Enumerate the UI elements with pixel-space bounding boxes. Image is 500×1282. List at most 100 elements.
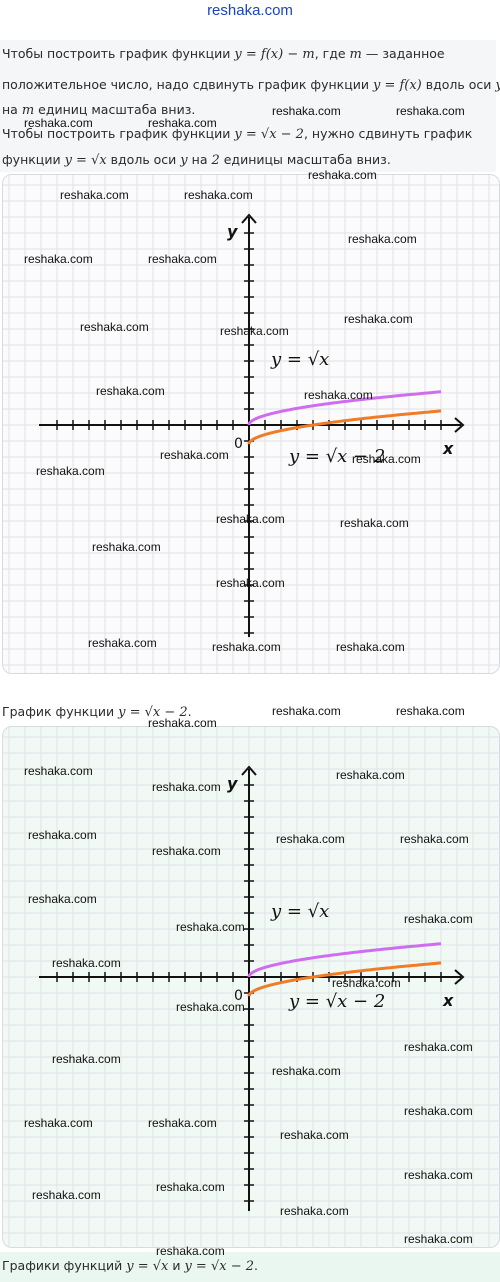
y-axis-label: y (227, 774, 238, 793)
watermark: reshaka.com (80, 320, 149, 334)
caption-text: График функции (2, 704, 115, 719)
curve-sqrt-x-label: y = √x (270, 901, 329, 922)
watermark: reshaka.com (24, 116, 93, 130)
text-run: , нужно сдвинуть график (303, 126, 473, 141)
watermark: reshaka.com (24, 1116, 93, 1130)
text-run: — заданное (365, 46, 445, 61)
watermark: reshaka.com (96, 384, 165, 398)
watermark: reshaka.com (92, 540, 161, 554)
watermark: reshaka.com (184, 188, 253, 202)
caption-2-band: Графики функций y = √x и y = √x − 2. (0, 1252, 500, 1282)
formula: y (180, 153, 188, 168)
text-run: Чтобы построить график функции (2, 46, 231, 61)
watermark: reshaka.com (272, 704, 341, 718)
watermark: reshaka.com (148, 716, 217, 730)
watermark: reshaka.com (148, 252, 217, 266)
formula: m (349, 47, 362, 62)
axes (39, 213, 465, 637)
text-run: положительное число, надо сдвинуть графи… (2, 77, 369, 92)
watermark: reshaka.com (60, 188, 129, 202)
watermark: reshaka.com (176, 920, 245, 934)
watermark: reshaka.com (28, 828, 97, 842)
y-axis-arrow (241, 765, 257, 776)
caption-formula: y = √x − 2 (184, 1259, 254, 1274)
watermark: reshaka.com (304, 388, 373, 402)
watermark: reshaka.com (404, 1040, 473, 1054)
watermark: reshaka.com (272, 1064, 341, 1078)
watermark: reshaka.com (332, 976, 401, 990)
watermark: reshaka.com (308, 168, 377, 182)
watermark: reshaka.com (404, 1104, 473, 1118)
graph-canvas: y x 0 y = √x y = √x − 2 (3, 175, 499, 673)
watermark: reshaka.com (148, 1116, 217, 1130)
formula: y = √x − 2 (234, 127, 304, 142)
watermark: reshaka.com (280, 1128, 349, 1142)
watermark: reshaka.com (348, 232, 417, 246)
caption-formula: y = √x (126, 1259, 169, 1274)
watermark: reshaka.com (176, 1000, 245, 1014)
watermark: reshaka.com (212, 640, 281, 654)
paragraph-line-2: положительное число, надо сдвинуть графи… (2, 77, 500, 93)
text-run: функции (2, 152, 61, 167)
watermark: reshaka.com (28, 892, 97, 906)
watermark: reshaka.com (404, 912, 473, 926)
curve-sqrt-x-minus-2-label: y = √x − 2 (288, 446, 385, 467)
paragraph-line-4: Чтобы построить график функции y = √x − … (2, 126, 472, 142)
graph-sqrt-x-and-shifted: y x 0 y = √x y = √x − 2 (2, 726, 500, 1248)
x-axis-label: x (442, 439, 454, 458)
caption-text: Графики функций (2, 1258, 123, 1273)
watermark: reshaka.com (336, 768, 405, 782)
watermark: reshaka.com (152, 780, 221, 794)
formula: y = √x (64, 153, 107, 168)
watermark: reshaka.com (220, 324, 289, 338)
watermark: reshaka.com (276, 832, 345, 846)
graph-sqrt-x-minus-2: y x 0 y = √x y = √x − 2 (2, 174, 500, 674)
text-run: на (191, 152, 208, 167)
watermark: reshaka.com (404, 1232, 473, 1246)
caption-formula: y = √x − 2 (118, 705, 188, 720)
curve-sqrt-x-minus-2 (247, 409, 442, 445)
watermark: reshaka.com (352, 452, 421, 466)
watermark: reshaka.com (156, 1244, 225, 1258)
watermark: reshaka.com (52, 1052, 121, 1066)
caption-2: Графики функций y = √x и y = √x − 2. (2, 1258, 258, 1274)
curve-sqrt-x (247, 390, 442, 426)
text-run: вдоль оси (110, 152, 177, 167)
text-run: Чтобы построить график функции (2, 126, 231, 141)
caption-end: . (254, 1258, 258, 1273)
watermark: reshaka.com (336, 640, 405, 654)
watermark: reshaka.com (156, 1180, 225, 1194)
caption-text: и (172, 1258, 181, 1273)
paragraph-line-3: на m единиц масштаба вниз. (2, 102, 195, 118)
text-run: единицы масштаба вниз. (223, 152, 391, 167)
y-axis-label: y (227, 222, 238, 241)
watermark: reshaka.com (344, 312, 413, 326)
watermark: reshaka.com (24, 252, 93, 266)
x-axis-arrow (454, 969, 465, 985)
formula: m (21, 103, 35, 118)
watermark: reshaka.com (396, 704, 465, 718)
caption-end: . (187, 704, 192, 719)
text-run: на (2, 102, 18, 117)
curve-sqrt-x-minus-2-label: y = √x − 2 (288, 991, 385, 1012)
text-run: , где (314, 46, 346, 61)
watermark: reshaka.com (152, 844, 221, 858)
watermark: reshaka.com (280, 1204, 349, 1218)
watermark: reshaka.com (32, 1188, 101, 1202)
watermark: reshaka.com (272, 104, 341, 118)
paragraph-line-1: Чтобы построить график функции y = f(x) … (2, 46, 445, 62)
watermark: reshaka.com (396, 104, 465, 118)
watermark: reshaka.com (400, 832, 469, 846)
text-run: единиц масштаба вниз. (38, 102, 196, 117)
watermark: reshaka.com (160, 448, 229, 462)
watermark: reshaka.com (404, 1168, 473, 1182)
x-axis-arrow (454, 417, 465, 433)
watermark: reshaka.com (340, 516, 409, 530)
site-header[interactable]: reshaka.com (207, 2, 293, 19)
formula: y = f(x) (372, 78, 422, 93)
paragraph-line-5: функции y = √x вдоль оси y на 2 единицы … (2, 152, 391, 168)
watermark: reshaka.com (88, 636, 157, 650)
watermark: reshaka.com (36, 464, 105, 478)
curve-sqrt-x-label: y = √x (270, 349, 329, 370)
formula: 2 (211, 153, 220, 168)
